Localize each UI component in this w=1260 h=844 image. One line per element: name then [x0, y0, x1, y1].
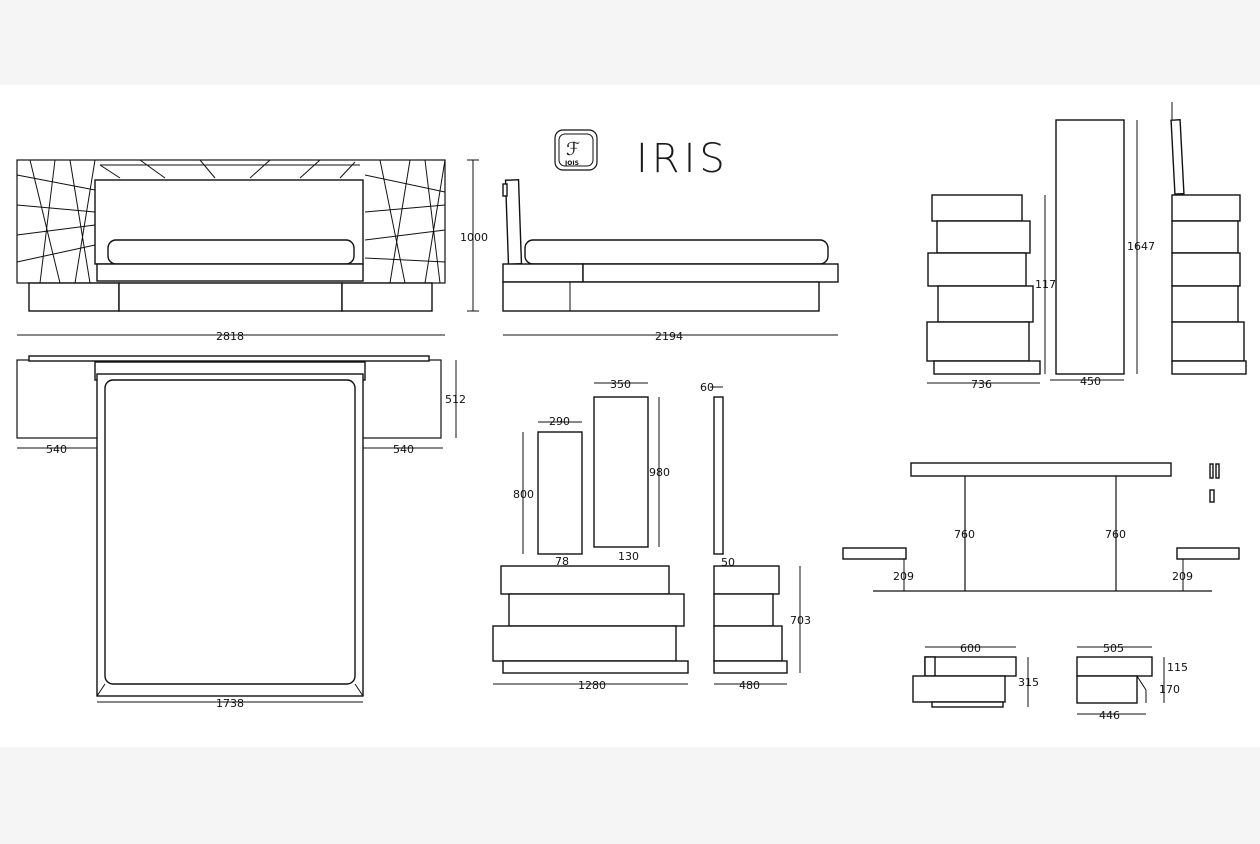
dresser-side-view: 60 50 703 480 — [700, 381, 811, 692]
dim-mirror-large-gap: 130 — [618, 550, 639, 563]
dim-nightstand-bottom-width: 446 — [1099, 709, 1120, 722]
dim-stool-left: 209 — [893, 570, 914, 583]
nightstand-view: 600 315 505 446 115 170 — [912, 642, 1188, 722]
chest-side-view — [1170, 102, 1247, 375]
dim-mirror-large-height: 980 — [649, 466, 670, 479]
dim-stool-right: 209 — [1172, 570, 1193, 583]
dim-bed-front-width: 2818 — [216, 330, 244, 343]
dim-mirror-small-height: 800 — [513, 488, 534, 501]
tall-mirror-view: 1647 450 — [1050, 119, 1155, 388]
dim-mirror-large-width: 350 — [610, 378, 631, 391]
dim-nightstand-top-width: 505 — [1103, 642, 1124, 655]
chest-front-view: 1175 736 — [926, 194, 1063, 391]
brand-title: IRIS — [636, 136, 729, 182]
logo-text: JOIS — [564, 160, 579, 167]
dim-nightstand-top-height: 115 — [1167, 661, 1188, 674]
dim-chest-width: 736 — [971, 378, 992, 391]
dim-mirror-tall-height: 1647 — [1127, 240, 1155, 253]
dim-nightstand-body-height: 170 — [1159, 683, 1180, 696]
bed-front-view: 1000 2818 — [16, 159, 488, 343]
dim-nightstand-width: 600 — [960, 642, 981, 655]
dim-bed-width: 1738 — [216, 697, 244, 710]
dim-nightstand-depth: 512 — [445, 393, 466, 406]
dim-table-leg-right: 760 — [1105, 528, 1126, 541]
dim-nightstand-left-width: 540 — [46, 443, 67, 456]
dim-mirror-small-width: 290 — [549, 415, 570, 428]
dim-mirror-thickness: 60 — [700, 381, 714, 394]
dim-mirror-small-gap: 78 — [555, 555, 569, 568]
dim-bed-side-length: 2194 — [655, 330, 683, 343]
dim-table-leg-left: 760 — [954, 528, 975, 541]
dim-bed-height: 1000 — [460, 231, 488, 244]
dim-dresser-depth: 480 — [739, 679, 760, 692]
table-view: 760 760 209 209 — [842, 462, 1240, 592]
dim-dresser-width: 1280 — [578, 679, 606, 692]
dim-dresser-height: 703 — [790, 614, 811, 627]
dim-mirror-tall-width: 450 — [1080, 375, 1101, 388]
bed-plan-view: 540 540 512 1738 — [16, 355, 466, 710]
headboard-lattice — [16, 159, 446, 284]
dim-nightstand-height: 315 — [1018, 676, 1039, 689]
svg-text:ℱ: ℱ — [566, 139, 580, 160]
brand-logo: ℱ JOIS — [554, 129, 598, 171]
dresser-front-view: 290 350 800 980 78 130 1280 — [492, 378, 689, 692]
dim-nightstand-right-width: 540 — [393, 443, 414, 456]
bed-side-view: 2194 — [502, 179, 839, 343]
